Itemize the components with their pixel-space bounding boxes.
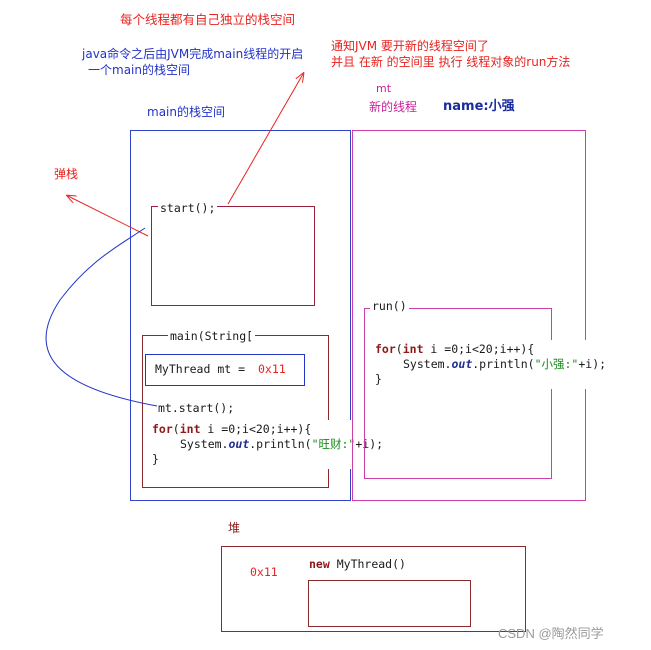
mythread-type: MyThread	[155, 362, 211, 376]
run-close-brace: }	[375, 372, 382, 386]
main-stack-box	[130, 130, 351, 501]
label-heap: 堆	[228, 521, 241, 535]
mythread-ref-line: MyThread mt = 0x11	[155, 362, 286, 377]
note-notify-jvm-line1: 通知JVM 要开新的线程空间了	[331, 39, 489, 53]
heap-box	[221, 546, 526, 632]
run-frame-box	[364, 308, 552, 479]
watermark: CSDN @陶然同学	[498, 626, 604, 641]
main-method-header: main(String[	[168, 329, 256, 344]
main-close-brace: }	[152, 452, 159, 466]
heap-object-box	[308, 580, 471, 627]
main-println-line: System.out.println("旺财:"+i);	[180, 437, 384, 451]
run-for-line: for(int i =0;i<20;i++){	[375, 342, 535, 356]
label-thread-name: name:小强	[443, 99, 515, 114]
main-for-line: for(int i =0;i<20;i++){	[152, 422, 312, 436]
arrow-pop-stack	[68, 196, 149, 237]
main-for-loop-block: for(int i =0;i<20;i++){ System.out.print…	[150, 420, 386, 469]
mt-start-code: mt.start();	[158, 401, 235, 415]
mythread-ref-box	[145, 354, 305, 386]
heap-address: 0x11	[250, 565, 278, 579]
label-mt: mt	[376, 82, 392, 95]
mythread-var: mt =	[217, 362, 246, 376]
run-method-header: run()	[370, 299, 409, 314]
run-println-line: System.out.println("小强:"+i);	[403, 357, 607, 371]
label-new-thread: 新的线程	[369, 100, 418, 114]
arrow-start-to-notify	[227, 74, 303, 205]
run-for-loop-block: for(int i =0;i<20;i++){ System.out.print…	[373, 340, 621, 389]
start-call-code: start();	[158, 201, 218, 216]
mythread-address: 0x11	[257, 362, 286, 376]
note-jvm-main-line2: 一个main的栈空间	[88, 63, 190, 77]
note-each-thread-stack: 每个线程都有自己独立的栈空间	[120, 12, 296, 27]
label-main-stack: main的栈空间	[147, 105, 225, 119]
heap-new-expression: new MyThread()	[309, 557, 406, 571]
note-jvm-main-line1: java命令之后由JVM完成main线程的开启	[82, 47, 304, 61]
start-frame-box	[151, 206, 315, 306]
new-thread-stack-box	[352, 130, 586, 501]
label-pop-stack: 弹栈	[54, 167, 79, 181]
note-notify-jvm-line2: 并且 在新 的空间里 执行 线程对象的run方法	[331, 55, 571, 69]
curve-mtstart-to-start	[45, 227, 158, 407]
